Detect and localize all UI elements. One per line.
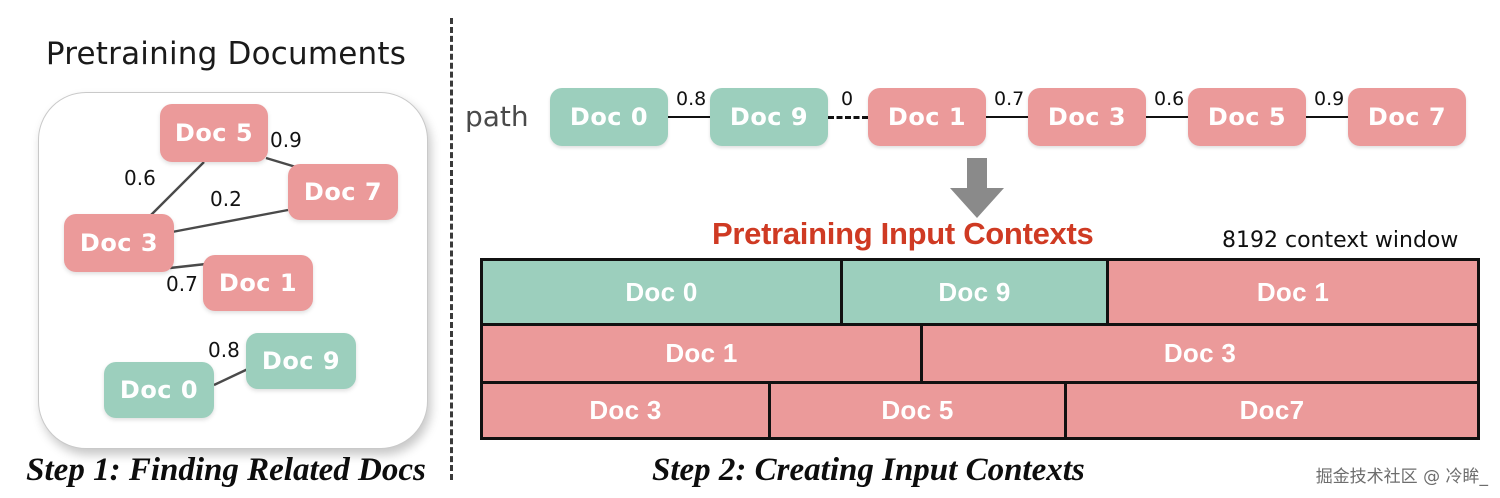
path-node-label: Doc 5: [1207, 103, 1287, 131]
path-node-p9[interactable]: Doc 9: [710, 88, 828, 146]
graph-edge-doc3-doc7: [171, 208, 289, 234]
graph-node-doc9[interactable]: Doc 9: [246, 333, 356, 389]
graph-edge-weight-doc5-doc3: 0.6: [124, 166, 156, 190]
graph-node-doc1[interactable]: Doc 1: [203, 255, 313, 311]
context-cell[interactable]: Doc 9: [843, 261, 1109, 323]
path-edge-weight-0: 0.8: [676, 88, 707, 110]
path-edge-weight-1: 0: [841, 88, 854, 110]
graph-edge-weight-doc0-doc9: 0.8: [208, 338, 240, 362]
graph-edge-weight-doc3-doc1: 0.7: [166, 272, 198, 296]
context-cell-label: Doc 1: [665, 338, 738, 368]
graph-node-doc0[interactable]: Doc 0: [104, 362, 214, 418]
graph-node-doc5[interactable]: Doc 5: [160, 104, 268, 162]
path-label: path: [465, 100, 529, 133]
path-node-label: Doc 3: [1047, 103, 1127, 131]
path-edge-0: [668, 116, 710, 118]
context-cell-label: Doc 3: [1163, 338, 1237, 368]
path-edge-2: [986, 116, 1028, 118]
down-arrow-icon: [950, 158, 1004, 218]
context-cell-label: Doc 5: [881, 395, 954, 425]
context-cell[interactable]: Doc 0: [483, 261, 843, 323]
context-row: Doc 0 Doc 9 Doc 1: [483, 261, 1477, 323]
graph-edge-doc3-doc1: [169, 262, 207, 270]
step1-caption: Step 1: Finding Related Docs: [26, 452, 426, 488]
context-cell[interactable]: Doc 3: [483, 384, 771, 437]
graph-node-label: Doc 3: [79, 229, 159, 257]
graph-edge-weight-doc3-doc7: 0.2: [210, 187, 242, 211]
path-edge-weight-3: 0.6: [1154, 88, 1185, 110]
path-edge-3: [1146, 116, 1188, 118]
context-cell[interactable]: Doc 1: [1109, 261, 1477, 323]
context-cell[interactable]: Doc 5: [771, 384, 1067, 437]
path-node-p1[interactable]: Doc 1: [868, 88, 986, 146]
graph-edge-doc5-doc3: [149, 161, 205, 217]
path-node-p3[interactable]: Doc 3: [1028, 88, 1146, 146]
graph-node-label: Doc 1: [218, 269, 298, 297]
path-edge-weight-4: 0.9: [1314, 88, 1345, 110]
context-cell[interactable]: Doc 3: [923, 326, 1477, 381]
context-cell[interactable]: Doc7: [1067, 384, 1477, 437]
graph-node-label: Doc 7: [303, 178, 383, 206]
step2-caption: Step 2: Creating Input Contexts: [652, 452, 1085, 488]
step1-panel: Pretraining Documents Doc 5 Doc 7 Doc 3 Doc…: [0, 0, 452, 498]
path-node-p5[interactable]: Doc 5: [1188, 88, 1306, 146]
path-node-label: Doc 7: [1367, 103, 1447, 131]
graph-node-label: Doc 0: [119, 376, 199, 404]
graph-node-label: Doc 5: [174, 119, 254, 147]
graph-node-doc7[interactable]: Doc 7: [288, 164, 398, 220]
context-cell[interactable]: Doc 1: [483, 326, 923, 381]
graph-edge-doc0-doc9: [213, 366, 251, 387]
path-node-label: Doc 1: [887, 103, 967, 131]
graph-node-label: Doc 9: [261, 347, 341, 375]
context-window-note: 8192 context window: [1222, 228, 1459, 253]
pretraining-input-contexts-title: Pretraining Input Contexts: [712, 216, 1094, 251]
context-row: Doc 3 Doc 5 Doc7: [483, 381, 1477, 437]
panel-divider: [450, 18, 453, 480]
graph-edge-weight-doc5-doc7: 0.9: [270, 128, 302, 152]
watermark: 掘金技术社区 @ 冷眸_: [1315, 467, 1488, 487]
path-edge-4: [1306, 116, 1348, 118]
path-edge-weight-2: 0.7: [994, 88, 1025, 110]
context-cell-label: Doc 1: [1256, 276, 1330, 307]
graph-node-doc3[interactable]: Doc 3: [64, 214, 174, 272]
context-cell-label: Doc 9: [938, 276, 1011, 307]
context-cell-label: Doc 3: [589, 395, 662, 425]
path-node-label: Doc 9: [729, 103, 809, 131]
path-edge-1: [828, 116, 868, 119]
context-cell-label: Doc 0: [625, 276, 698, 307]
context-row: Doc 1 Doc 3: [483, 323, 1477, 381]
path-node-p0[interactable]: Doc 0: [550, 88, 668, 146]
pretraining-documents-title: Pretraining Documents: [45, 36, 407, 72]
path-node-label: Doc 0: [569, 103, 649, 131]
context-cell-label: Doc7: [1239, 395, 1305, 425]
path-node-p7[interactable]: Doc 7: [1348, 88, 1466, 146]
